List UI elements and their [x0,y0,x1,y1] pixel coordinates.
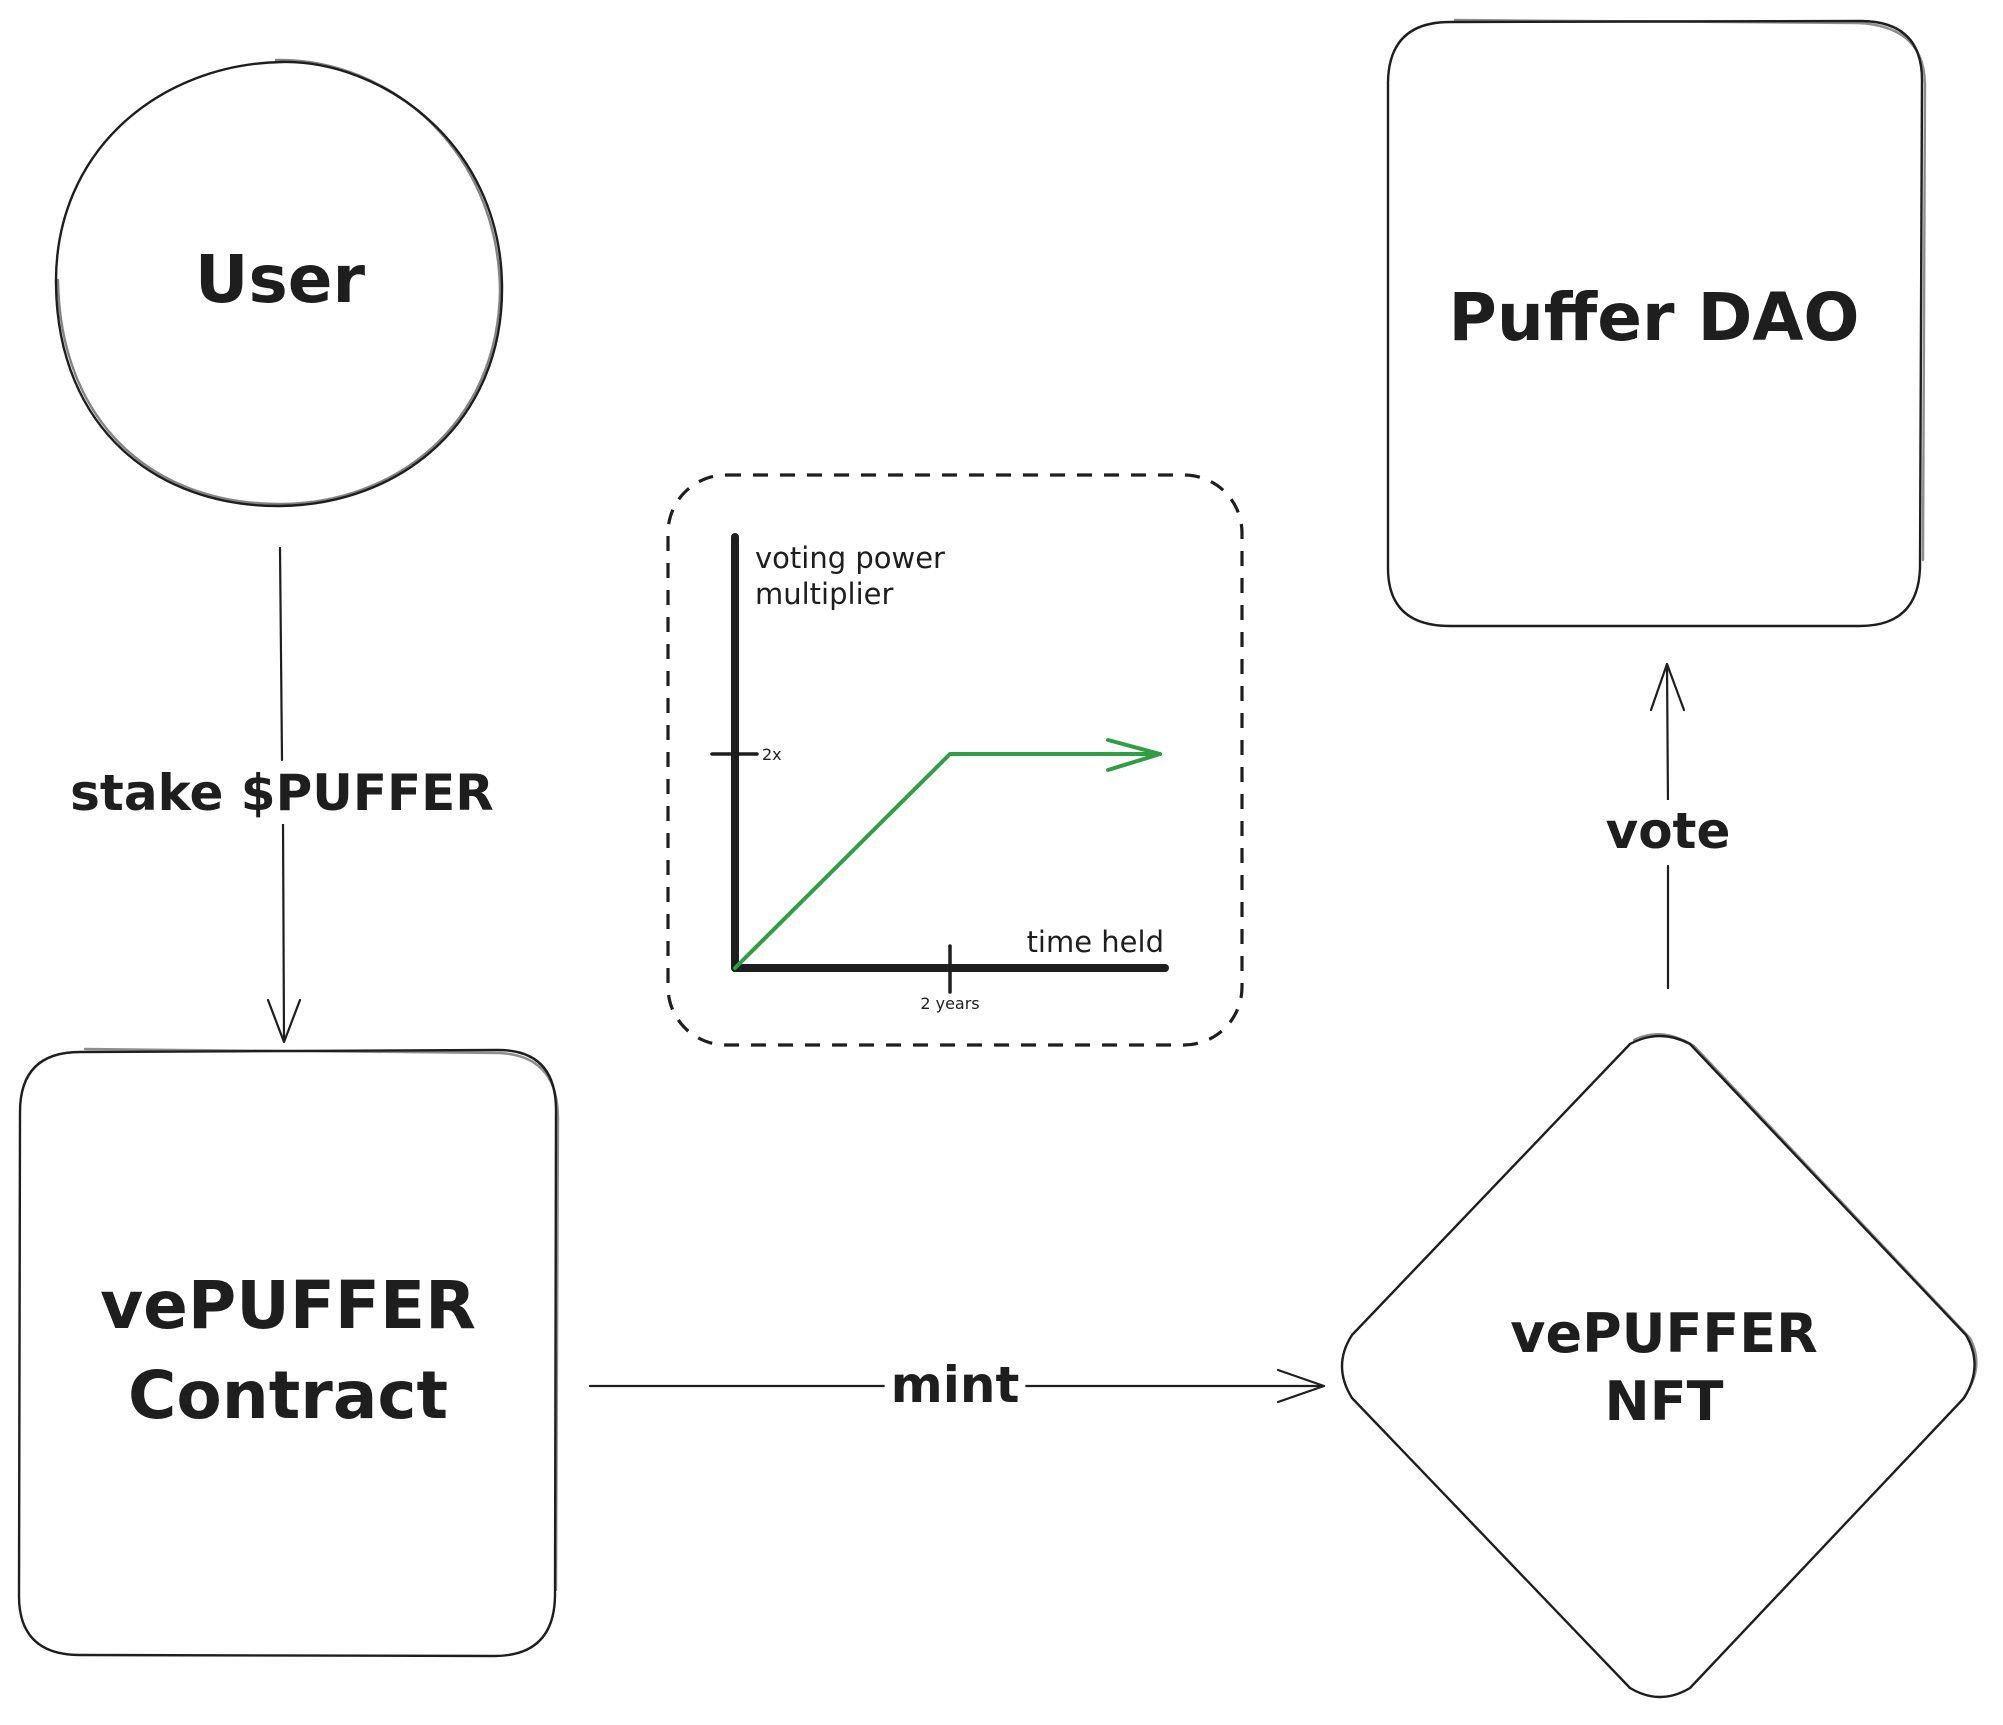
stake-label: stake $PUFFER [70,764,494,822]
contract-box [17,1048,558,1658]
mint-arrow-head [1276,1368,1326,1404]
stake-arrow-line [278,546,286,1042]
vote-label-background [1599,800,1737,862]
nft-diamond [1340,1034,1976,1699]
dao-label: Puffer DAO [1448,279,1859,356]
series-arrowhead [1106,738,1162,772]
contract-label-line2: Contract [128,1357,448,1434]
nft-node[interactable]: vePUFFER NFT [1340,1033,1978,1699]
mint-label: mint [891,1356,1020,1414]
stake-arrow[interactable]: stake $PUFFER [64,546,500,1044]
vote-arrow[interactable]: vote [1599,662,1737,990]
user-node[interactable]: User [54,58,504,508]
series-line [733,752,1162,970]
y-axis-label-line2: multiplier [755,577,893,611]
vote-label: vote [1606,802,1731,860]
y-axis-label-line1: voting power [755,541,945,575]
user-label: User [195,241,366,318]
stake-label-background [64,762,500,824]
y-tick-label: 2x [762,745,782,764]
vote-arrow-line [1665,662,1670,990]
mint-arrow[interactable]: mint [588,1354,1326,1416]
user-circle-sketch [56,58,502,506]
stake-arrow-head [266,998,302,1044]
contract-label-line1: vePUFFER [100,1267,476,1344]
nft-label-line1: vePUFFER [1510,1302,1818,1365]
vote-arrow-head [1649,662,1686,712]
mint-label-background [884,1354,1026,1416]
chart-frame [666,473,1244,1047]
x-tick-label: 2 years [920,994,979,1013]
user-circle [54,60,504,508]
x-axis-label: time held [1027,925,1164,959]
nft-diamond-sketch [1632,1033,1978,1402]
nft-label-line2: NFT [1605,1370,1724,1433]
voting-power-chart: 2x 2 years voting power multiplier time … [710,533,1169,1013]
contract-node[interactable]: vePUFFER Contract [17,1047,560,1658]
contract-box-sketch [83,1047,560,1592]
dao-node[interactable]: Puffer DAO [1386,18,1927,628]
dao-box-sketch [1453,18,1927,562]
